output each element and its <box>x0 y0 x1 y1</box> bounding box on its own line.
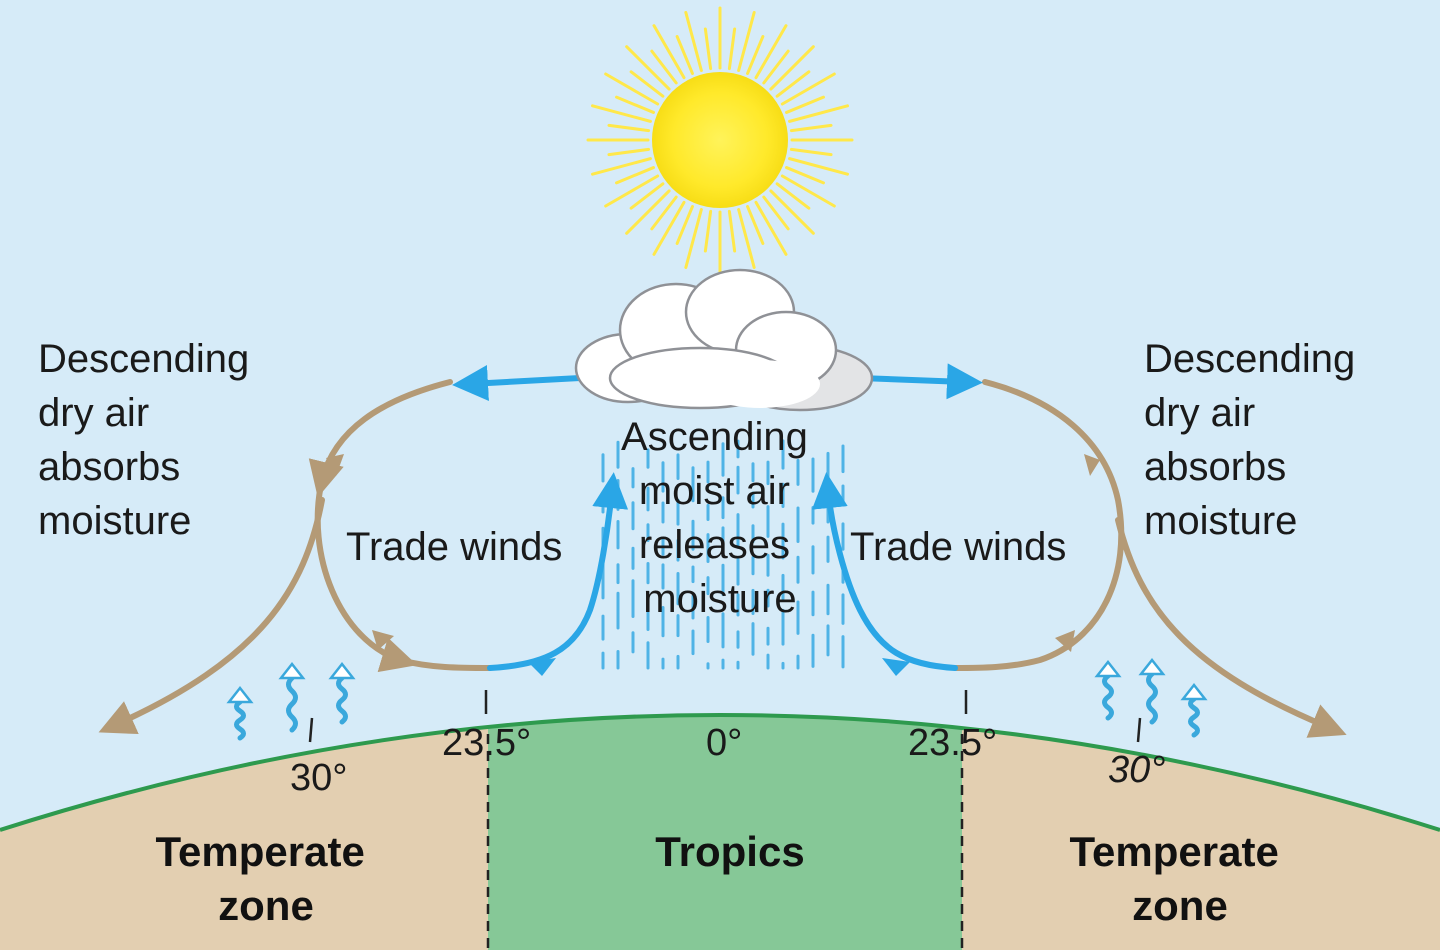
latitude-label-right-30: 30° <box>1108 749 1165 791</box>
upper-flow-left <box>452 365 583 401</box>
latitude-label-right-23: 23.5° <box>908 722 997 764</box>
evaporation-wisp <box>234 699 246 741</box>
trade-winds-label-right: Trade winds <box>850 525 1066 569</box>
latitude-label-left-30: 30° <box>290 757 347 799</box>
sun-ray <box>625 45 671 91</box>
sun-ray <box>754 24 788 80</box>
sun-ray <box>625 189 671 235</box>
upper-flow-right <box>857 363 983 400</box>
trade-wind-right-path <box>811 472 958 671</box>
latitude-label-left-23: 23.5° <box>442 722 531 764</box>
evaporation-wisp <box>1102 673 1114 721</box>
dry-air-outflow-right <box>1115 517 1347 738</box>
dry-air-descent-left <box>308 379 493 673</box>
evaporation-wisp <box>286 675 298 733</box>
sun-ray <box>746 35 765 75</box>
latitude-label-equator: 0° <box>706 722 742 764</box>
sun-ray <box>746 205 765 245</box>
descending-label-right: Descending dry air absorbs moisture <box>1144 337 1366 543</box>
sun-ray <box>737 208 756 270</box>
cloud-icon <box>574 268 874 412</box>
sun-ray <box>703 209 713 253</box>
sun-ray <box>675 205 694 245</box>
sun-ray <box>629 70 665 98</box>
sun-ray <box>684 208 703 270</box>
evaporation-arrowhead <box>278 661 306 680</box>
sun-ray <box>727 27 737 71</box>
sun-ray <box>684 10 703 72</box>
sun-ray <box>789 123 833 133</box>
sun-ray <box>727 209 737 253</box>
sun-ray <box>615 166 655 185</box>
evaporation-wisp <box>1146 671 1158 725</box>
sun-ray <box>737 10 756 72</box>
evaporation-arrowhead <box>226 685 254 704</box>
sun-ray <box>629 182 665 210</box>
evaporation-wisp <box>336 675 348 725</box>
sun-ray <box>590 157 652 176</box>
evaporation-arrowhead <box>1094 659 1122 678</box>
descending-label-left: Descending dry air absorbs moisture <box>38 337 260 543</box>
zone-label-temperate-left: Temperate zone <box>156 828 377 929</box>
sun-ray <box>775 70 811 98</box>
sun-ray <box>769 45 815 91</box>
zone-label-temperate-right: Temperate zone <box>1070 828 1291 929</box>
earth-horizon <box>0 713 1440 832</box>
sun-ray <box>788 104 850 123</box>
sun-ray <box>615 95 655 114</box>
tropics-land <box>488 715 962 950</box>
sun-ray <box>762 195 790 231</box>
sun-ray <box>604 72 660 106</box>
dry-air-outflow-left <box>98 497 325 735</box>
sun-ray <box>780 72 836 106</box>
sun-ray <box>754 200 788 256</box>
moist-air-arrowheads <box>528 658 910 676</box>
sun-ray <box>650 195 678 231</box>
zone-label-tropics: Tropics <box>655 828 804 875</box>
dry-air-arrowheads <box>326 454 1100 652</box>
ascending-label: Ascending moist air releases moisture <box>621 415 819 621</box>
sun-ray <box>604 174 660 208</box>
rain-icon <box>601 439 845 670</box>
sun-ray <box>788 157 850 176</box>
latitude-ticks <box>308 690 1142 743</box>
sun-ray <box>780 174 836 208</box>
evaporation-arrowhead <box>1180 682 1208 701</box>
sun-ray <box>703 27 713 71</box>
sun-ray <box>762 49 790 85</box>
evaporation-arrowhead <box>1138 657 1166 676</box>
sun-ray <box>607 147 651 157</box>
evaporation-wisp <box>1188 696 1200 738</box>
dry-air-descent-right <box>952 379 1125 671</box>
sun-ray <box>652 200 686 256</box>
sun-ray <box>607 123 651 133</box>
sun-icon <box>586 6 854 274</box>
sun-ray <box>769 189 815 235</box>
sun-ray <box>785 95 825 114</box>
dry-air-circulation <box>98 379 1347 738</box>
trade-winds-label-left: Trade winds <box>346 525 562 569</box>
sun-ray <box>675 35 694 75</box>
sun-ray <box>775 182 811 210</box>
sun-ray <box>785 166 825 185</box>
sun-ray <box>789 147 833 157</box>
sun-ray <box>650 49 678 85</box>
sun-ray <box>590 104 652 123</box>
sun-ray <box>652 24 686 80</box>
